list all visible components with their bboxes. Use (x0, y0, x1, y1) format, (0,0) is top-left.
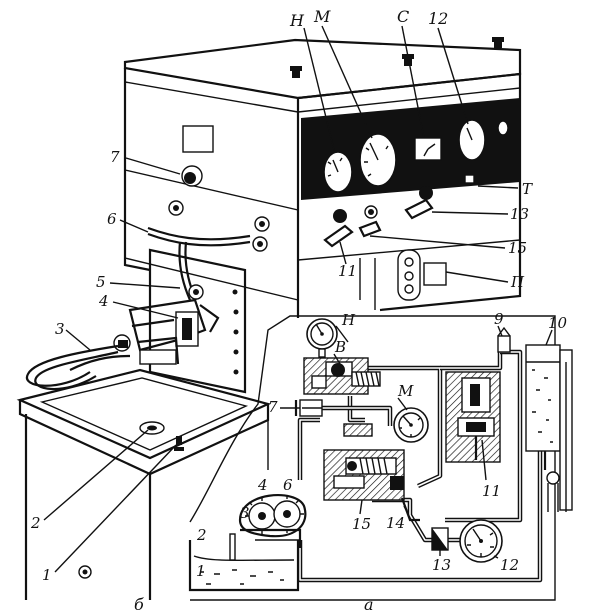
hose-6 (147, 226, 251, 241)
stopwatch-c (414, 137, 442, 161)
figure-label-a: а (364, 595, 374, 614)
label-3-schem: 3 (240, 504, 250, 522)
fuel-tank-1 (188, 528, 302, 592)
valve-handle-11[interactable] (323, 209, 354, 248)
label-11-schem: 11 (482, 482, 501, 500)
label-2-left: 2 (30, 514, 41, 532)
gauge-12 (458, 119, 486, 161)
left-window (182, 125, 214, 153)
gauge-n-schematic (306, 318, 338, 358)
label-14-schem: 14 (386, 514, 405, 532)
control-knob-7[interactable] (181, 165, 203, 187)
window-p (397, 249, 447, 301)
label-t-front: Т (522, 180, 533, 198)
valve-block-v (303, 357, 381, 395)
label-9-schem: 9 (494, 310, 504, 328)
label-11-front: 11 (338, 262, 357, 280)
valve-block-15 (323, 449, 405, 501)
label-7-left: 7 (110, 148, 120, 166)
valve-handle-15[interactable] (358, 205, 382, 238)
label-1-schem: 1 (196, 562, 206, 580)
connector (343, 423, 373, 437)
mounting-plate (148, 248, 247, 394)
indicator-lamp (497, 120, 509, 136)
label-15-front: 15 (508, 239, 527, 257)
injector-clamp (113, 284, 220, 365)
label-c-top: С (397, 7, 409, 26)
label-n-schem: Н (341, 311, 356, 329)
schematic-frame (189, 315, 556, 601)
pressure-gauge-n (323, 151, 353, 193)
label-6-left: 6 (107, 210, 117, 228)
label-12-top: 12 (428, 9, 448, 28)
toggle-t[interactable] (464, 174, 475, 184)
gauge-m-schematic (393, 407, 429, 443)
leader-lines (43, 25, 553, 573)
figure-label-b: б (134, 595, 144, 614)
bolt (290, 66, 302, 78)
label-10-schem: 10 (548, 314, 568, 332)
gear-pump-4 (238, 494, 307, 538)
labels: Н М С 12 7 6 5 4 3 2 1 11 15 13 Т П Н В … (30, 7, 568, 614)
measuring-tube-10 (525, 344, 573, 512)
control-knob[interactable] (168, 200, 184, 216)
right-knob-2[interactable] (252, 236, 268, 252)
label-3-left: 3 (55, 320, 65, 338)
right-knob-1[interactable] (254, 216, 270, 232)
test-stand-cabinet (16, 37, 522, 600)
label-13-front: 13 (510, 205, 529, 223)
valve-handle-13[interactable] (404, 186, 434, 220)
label-m-schem: М (397, 382, 414, 400)
pipe-14 (400, 497, 420, 522)
bolt (492, 37, 504, 48)
hose-3 (25, 344, 119, 387)
valve-9 (497, 326, 511, 353)
label-m-top: М (313, 7, 331, 26)
leader-line (477, 185, 519, 189)
label-7-schem: 7 (268, 398, 278, 416)
label-13-schem: 13 (432, 556, 451, 574)
label-v-schem: В (334, 338, 346, 356)
label-n-top: Н (289, 11, 305, 30)
hose-5 (178, 241, 192, 301)
injector-block-11 (445, 371, 501, 463)
pressure-gauge-m (359, 133, 397, 187)
label-5-left: 5 (96, 273, 106, 291)
label-12-schem: 12 (500, 556, 519, 574)
label-4-left: 4 (98, 292, 109, 310)
drain-valve[interactable] (176, 436, 182, 445)
label-p-front: П (510, 273, 525, 291)
label-1-left: 1 (42, 566, 52, 584)
gauge-12-schematic (459, 519, 503, 563)
label-2-schem: 2 (196, 526, 207, 544)
label-6-schem: 6 (283, 476, 293, 494)
valve-13 (431, 527, 449, 551)
label-15-schem: 15 (352, 515, 371, 533)
label-4-schem: 4 (257, 476, 268, 494)
